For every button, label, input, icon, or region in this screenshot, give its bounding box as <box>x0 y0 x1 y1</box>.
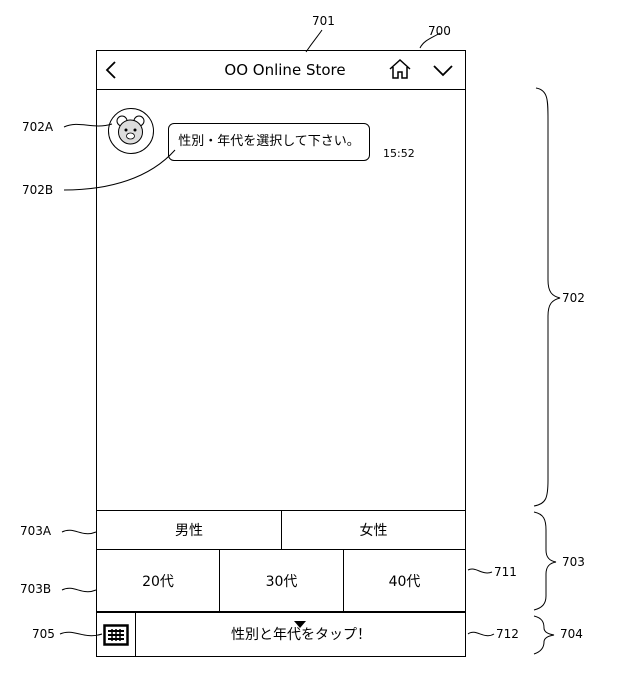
home-icon[interactable] <box>388 58 412 84</box>
leader-711 <box>467 568 493 574</box>
ref-702: 702 <box>562 291 585 305</box>
tap-prompt: 性別と年代をタップ！ <box>231 627 371 643</box>
ref-703B: 703B <box>20 582 52 596</box>
brace-704 <box>533 615 555 655</box>
female-button[interactable]: 女性 <box>281 510 466 550</box>
chevron-down-icon[interactable] <box>432 62 454 81</box>
leader-701 <box>305 29 323 53</box>
keyboard-toggle[interactable] <box>96 612 136 657</box>
app-header <box>96 50 466 90</box>
leader-712 <box>467 631 495 637</box>
leader-702A <box>63 123 113 128</box>
male-button[interactable]: 男性 <box>96 510 282 550</box>
ref-703A: 703A <box>20 524 52 538</box>
ref-702A: 702A <box>22 120 54 134</box>
triangle-down-icon <box>294 614 306 633</box>
leader-705 <box>59 631 103 637</box>
ref-712: 712 <box>496 627 519 641</box>
leader-702B <box>63 149 176 191</box>
leader-700 <box>419 32 441 49</box>
keyboard-icon <box>102 623 129 646</box>
ref-701: 701 <box>312 14 335 28</box>
ref-703: 703 <box>562 555 585 569</box>
age-30s-button[interactable]: 30代 <box>219 549 344 612</box>
brace-703 <box>533 511 557 611</box>
back-chevron-icon[interactable] <box>104 60 118 85</box>
leader-703A <box>61 529 97 535</box>
ref-705: 705 <box>32 627 55 641</box>
ref-700: 700 <box>428 24 451 38</box>
bear-avatar-icon <box>108 108 154 154</box>
ref-702B: 702B <box>22 183 54 197</box>
store-title: OO Online Store <box>224 61 346 79</box>
age-20s-button[interactable]: 20代 <box>96 549 220 612</box>
message-time: 15:52 <box>383 147 415 160</box>
leader-703B <box>61 587 97 593</box>
ref-704: 704 <box>560 627 583 641</box>
ref-711: 711 <box>494 565 517 579</box>
input-bar <box>96 612 466 657</box>
age-40s-button[interactable]: 40代 <box>343 549 466 612</box>
message-bubble: 性別・年代を選択して下さい。 <box>168 123 370 161</box>
brace-702 <box>533 87 561 507</box>
